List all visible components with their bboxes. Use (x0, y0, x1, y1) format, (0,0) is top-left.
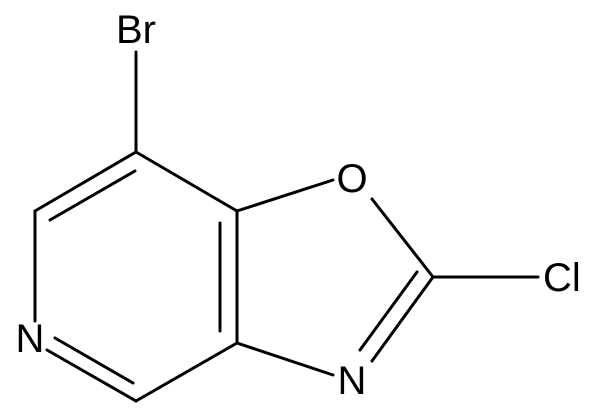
bond-c4-n5 (45, 348, 138, 403)
bond-c6-c7-inner (48, 169, 137, 222)
bond-n3-c3a (235, 341, 335, 377)
bond-c7a-o1 (235, 178, 335, 213)
bond-c2-n3-inner (358, 270, 419, 352)
bond-c7-c7a (134, 150, 239, 213)
bond-c2-n3 (370, 275, 435, 363)
bond-c4-n5-inner (53, 336, 135, 385)
bond-c6-c7 (33, 150, 138, 213)
oxygen-label: O (336, 157, 367, 201)
bond-c3a-c4 (134, 341, 239, 403)
nitrogen-oxazole-label: N (338, 359, 367, 403)
bond-o1-c2 (370, 197, 435, 279)
chlorine-label: Cl (543, 256, 581, 300)
nitrogen-pyridine-label: N (16, 317, 45, 361)
bromine-label: Br (116, 8, 156, 52)
